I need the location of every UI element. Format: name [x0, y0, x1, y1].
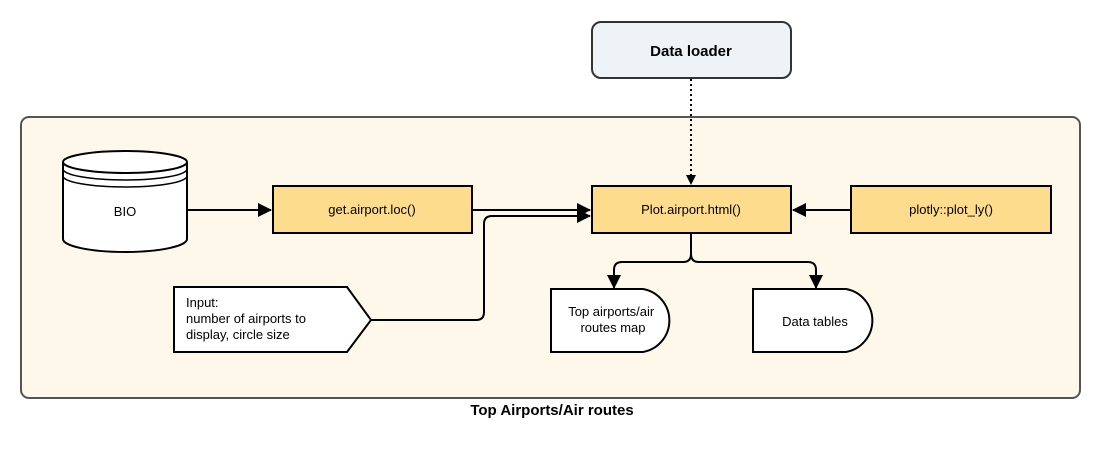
map-output-node: Top airports/air routes map: [550, 288, 671, 353]
bio-label: BIO: [114, 204, 136, 219]
data-tables-label: Data tables: [782, 314, 848, 329]
plot-airport-html-label: Plot.airport.html(): [641, 202, 741, 217]
data-tables-node: Data tables: [752, 288, 874, 353]
plotly-node: plotly::plot_ly(): [850, 185, 1052, 234]
data-loader-node: Data loader: [591, 21, 792, 79]
bio-database-icon: BIO: [62, 150, 188, 253]
container-caption: Top Airports/Air routes: [470, 402, 633, 419]
data-loader-label: Data loader: [650, 43, 732, 60]
edge-plot-to-tables: [690, 234, 823, 289]
input-label: Input: number of airports to display, ci…: [186, 295, 310, 342]
plot-airport-html-node: Plot.airport.html(): [591, 185, 792, 234]
input-node: Input: number of airports to display, ci…: [173, 286, 373, 353]
get-airport-loc-label: get.airport.loc(): [328, 202, 415, 217]
edge-input-to-plot: [370, 209, 591, 321]
get-airport-loc-node: get.airport.loc(): [272, 185, 473, 234]
plotly-label: plotly::plot_ly(): [909, 202, 993, 217]
map-output-label: Top airports/air routes map: [568, 304, 658, 335]
